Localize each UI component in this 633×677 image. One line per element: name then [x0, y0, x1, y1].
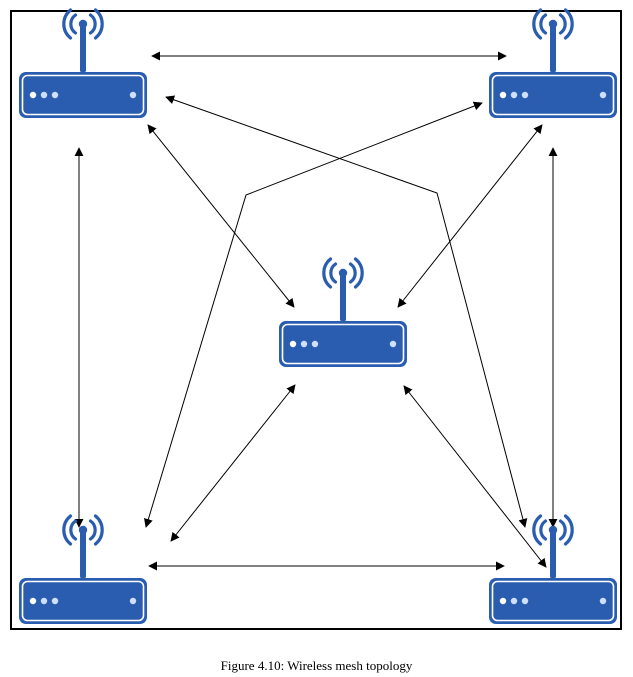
router-center — [277, 257, 409, 369]
router-top-right — [487, 8, 619, 120]
link-top-right-center — [397, 124, 543, 308]
wireless-router-icon — [17, 8, 149, 120]
wireless-router-icon — [487, 8, 619, 120]
links-layer — [74, 51, 558, 571]
wireless-router-icon — [277, 257, 409, 369]
router-top-left — [17, 8, 149, 120]
figure-caption: Figure 4.10: Wireless mesh topology — [220, 658, 413, 673]
router-bottom-right — [487, 514, 619, 626]
link-top-right-bottom-left — [144, 101, 483, 528]
wireless-router-icon — [17, 514, 149, 626]
router-bottom-left — [17, 514, 149, 626]
diagram-frame — [10, 10, 622, 630]
link-bottom-right-center — [403, 385, 547, 568]
link-bottom-left-center — [170, 384, 296, 542]
wireless-router-icon — [487, 514, 619, 626]
